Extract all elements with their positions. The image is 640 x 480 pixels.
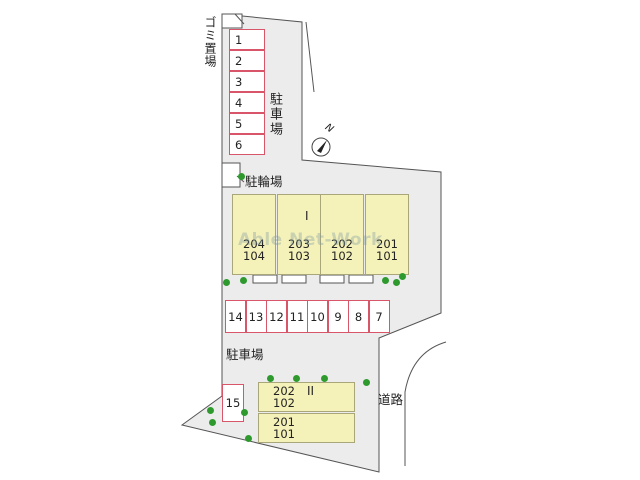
garbage-area-label: ゴミ置場 (203, 16, 217, 68)
tree-icon (293, 375, 300, 382)
tree-icon (382, 277, 389, 284)
parking-space-11: 11 (286, 300, 308, 333)
unit-number-upper: 201 (273, 415, 295, 429)
unit-number-lower: 102 (273, 396, 295, 411)
tree-icon (238, 173, 245, 180)
parking-label-mid: 駐車場 (226, 347, 264, 362)
parking-space-label: 13 (248, 309, 264, 324)
parking-space-8: 8 (348, 300, 369, 333)
tree-icon (321, 375, 328, 382)
parking-space-5: 5 (229, 113, 265, 134)
watermark-text: Able Net-Work (238, 230, 383, 250)
road-edge-line (305, 21, 315, 93)
unit-number-upper: 201 (376, 237, 398, 251)
tree-icon (363, 379, 370, 386)
building-2-label: II (307, 384, 315, 398)
parking-space-label: 9 (334, 309, 342, 324)
garbage-area (221, 13, 243, 29)
unit-number-lower: 101 (376, 249, 398, 264)
unit-number-lower: 101 (273, 427, 295, 442)
tree-icon (207, 407, 214, 414)
parking-space-15: 15 (222, 384, 244, 422)
road-label: 道路 (378, 392, 404, 407)
parking-space-label: 4 (235, 95, 243, 110)
tree-icon (223, 279, 230, 286)
parking-space-9: 9 (327, 300, 349, 333)
unit-number-upper: 203 (288, 237, 310, 251)
parking-space-12: 12 (266, 300, 287, 333)
garbage-area-line (234, 13, 245, 25)
parking-space-7: 7 (368, 300, 390, 333)
parking-label-top: 駐車場 (267, 92, 282, 137)
parking-space-label: 6 (235, 137, 243, 152)
unit-number-upper: 202 (331, 237, 353, 251)
building-1-doors (252, 274, 374, 284)
parking-space-label: 14 (228, 309, 243, 324)
tree-icon (209, 419, 216, 426)
tree-icon (245, 435, 252, 442)
building-2-unit-upper: 202 102 (258, 382, 355, 412)
tree-icon (393, 279, 400, 286)
unit-number-lower: 102 (331, 249, 353, 264)
parking-space-6: 6 (229, 134, 265, 155)
parking-space-label: 7 (375, 309, 383, 324)
parking-space-14: 14 (225, 300, 246, 333)
unit-number-lower: 103 (288, 249, 310, 264)
parking-space-10: 10 (307, 300, 328, 333)
parking-space-label: 8 (354, 309, 363, 324)
bicycle-parking-label: 駐輪場 (245, 174, 283, 189)
parking-space-label: 3 (235, 74, 243, 89)
road-curve-line (404, 341, 447, 466)
parking-space-label: 12 (269, 309, 284, 324)
parking-space-label: 11 (289, 309, 305, 324)
parking-space-1: 1 (229, 29, 265, 50)
parking-space-label: 5 (235, 116, 243, 131)
parking-space-2: 2 (229, 50, 265, 71)
parking-space-3: 3 (229, 71, 265, 92)
building-1-label: I (305, 209, 309, 223)
unit-number-lower: 104 (243, 249, 265, 264)
parking-space-label: 2 (235, 53, 243, 68)
parking-space-label: 15 (225, 396, 241, 410)
parking-space-4: 4 (229, 92, 265, 113)
parking-space-label: 1 (235, 32, 243, 47)
tree-icon (241, 409, 248, 416)
tree-icon (240, 277, 247, 284)
north-compass-icon (311, 137, 331, 157)
building-2-unit-lower: 201 101 (258, 413, 355, 443)
unit-number-upper: 202 (273, 384, 295, 398)
parking-space-13: 13 (245, 300, 267, 333)
parking-space-label: 10 (310, 309, 325, 324)
unit-number-upper: 204 (243, 237, 265, 251)
tree-icon (399, 273, 406, 280)
tree-icon (267, 375, 274, 382)
